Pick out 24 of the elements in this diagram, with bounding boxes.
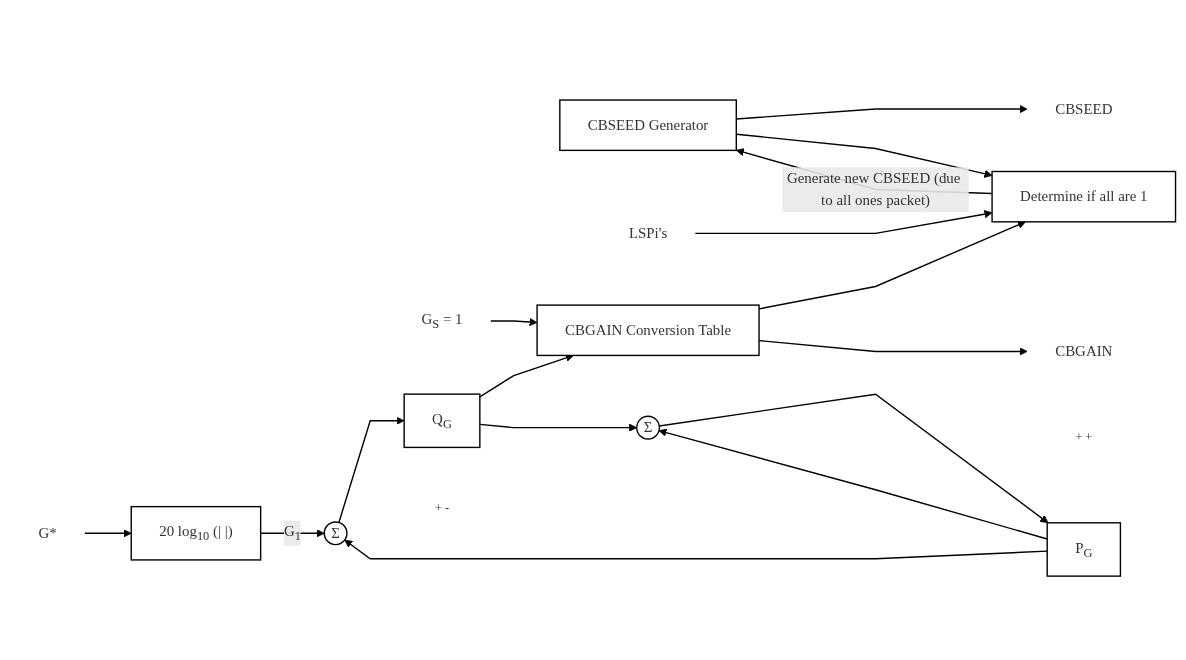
node-label: + - [435,500,449,515]
node-text: CBSEED [1055,100,1113,117]
node-box: P$_{G}$ [1046,522,1122,577]
node-circle: Σ [323,521,348,546]
arrow [83,529,132,538]
node-box: CBGAIN Conversion Table [536,304,760,357]
node-text: CBGAIN [1055,343,1113,359]
node-circle: Σ [636,415,661,440]
node-box: 20 log$_{10}$ (| |) [130,505,262,561]
arrow [338,416,405,524]
node-box: Determine if all are 1 [991,170,1177,223]
node-text: G$_{S}$ = 1 [421,311,463,331]
arrow [479,423,638,432]
edge-label: G$_{1}$ [283,523,301,544]
node-text: LSPi's [628,224,668,241]
node-label: + + [1075,429,1093,444]
arrow [694,210,993,235]
arrow [344,539,1048,560]
node-box: Q$_{G}$ [403,393,481,449]
arrow [658,428,1048,540]
arrow [489,317,538,327]
node-box: CBSEED Generator [559,99,737,152]
node-text: G* [38,524,57,541]
edge-label: Generate new CBSEED (due to all ones packet) [786,169,961,209]
